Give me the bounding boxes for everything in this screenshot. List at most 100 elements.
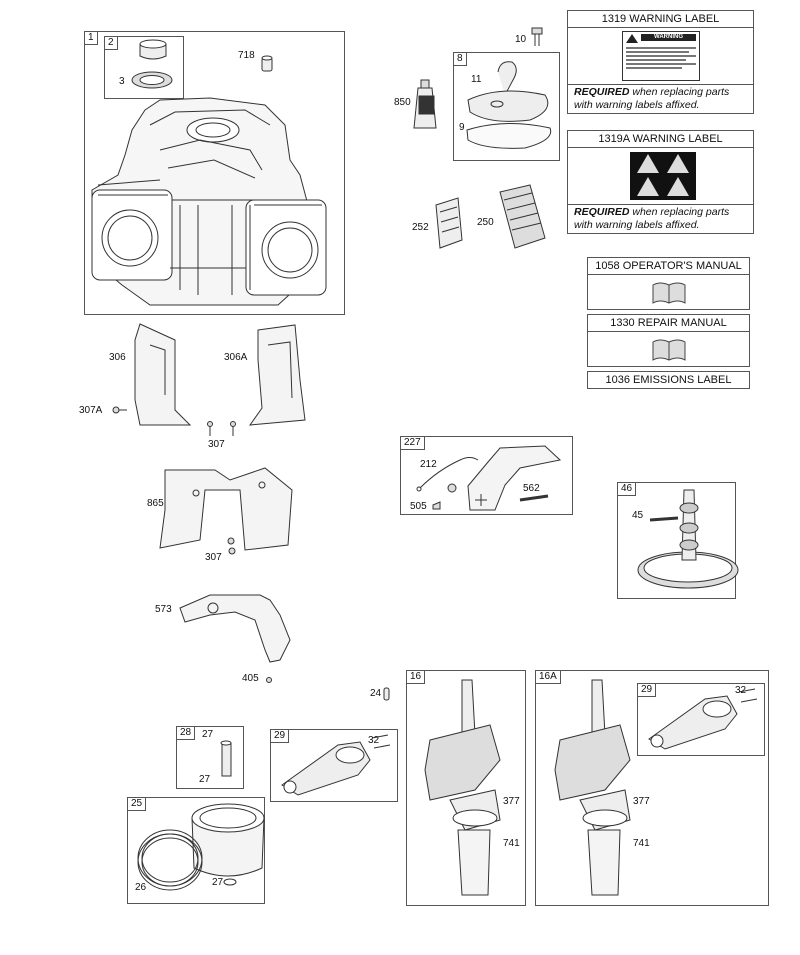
callout-11: 11 (471, 74, 482, 85)
group-box-25 (127, 797, 265, 904)
warning-label-1319-note: REQUIRED when replacing parts with warni… (568, 84, 753, 113)
connecting-rod-29-a (282, 735, 390, 795)
camshaft-46 (638, 490, 738, 588)
screw-part-10 (532, 28, 542, 46)
cylinder-baffle-306 (135, 324, 190, 425)
callout-212: 212 (420, 459, 437, 470)
group-box-29-a (270, 729, 398, 802)
retaining-ring-27 (224, 879, 236, 885)
required-line2: with warning labels affixed. (574, 99, 700, 111)
callout-24: 24 (370, 688, 382, 699)
group-box-29-b (637, 683, 765, 756)
warning-label-1319a-note: REQUIRED when replacing parts with warni… (568, 204, 753, 233)
sealant-tube-850 (414, 80, 436, 128)
callout-10: 10 (515, 34, 527, 45)
group-box-16 (406, 670, 526, 906)
callout-562: 562 (523, 483, 540, 494)
sleeve-part-2 (140, 40, 166, 59)
cylinder-block-1 (92, 98, 326, 305)
breather-assembly-8 (467, 62, 551, 149)
group-box-1 (84, 31, 345, 315)
callout-307-upper: 307 (208, 439, 225, 450)
required-rest: when replacing parts (629, 206, 730, 218)
hazard-fumes-icon (667, 177, 689, 196)
callout-741-16a: 741 (633, 838, 650, 849)
cylinder-baffle-306a (250, 325, 305, 425)
warning-sticker-image: WARNING (622, 31, 700, 81)
group-tag-46: 46 (617, 482, 637, 496)
callout-573: 573 (155, 604, 172, 615)
callout-718: 718 (238, 50, 255, 61)
warning-label-1319-box: 1319 WARNING LABEL WARNING REQUIRED when… (567, 10, 754, 114)
screws-307-lower (228, 538, 235, 554)
callout-307a: 307A (79, 405, 103, 416)
crankshaft-16 (425, 680, 500, 895)
repair-manual-title: 1330 REPAIR MANUAL (588, 315, 749, 332)
group-box-2 (104, 36, 184, 99)
open-book-icon (652, 339, 686, 361)
callout-252: 252 (412, 222, 429, 233)
warning-sticker-area: WARNING (568, 28, 753, 84)
required-line2: with warning labels affixed. (574, 219, 700, 231)
warning-sticker-header: WARNING (641, 34, 696, 41)
callout-850: 850 (394, 97, 411, 108)
group-box-227 (400, 436, 573, 515)
open-book-icon (652, 282, 686, 304)
screw-307a (113, 407, 127, 413)
hazard-sticker-image (630, 152, 696, 200)
group-tag-16: 16 (406, 670, 426, 684)
callout-250: 250 (477, 217, 494, 228)
hazard-fire-icon (637, 154, 659, 173)
callout-405: 405 (242, 673, 259, 684)
screw-405 (267, 678, 272, 683)
callout-3: 3 (119, 76, 125, 87)
piston-25 (192, 804, 264, 876)
callout-32-a: 32 (368, 735, 380, 746)
group-box-16a (535, 670, 769, 906)
screws-307 (208, 422, 236, 437)
warning-label-1319a-box: 1319A WARNING LABEL REQUIRED when replac… (567, 130, 754, 234)
oil-seal-part-3 (132, 72, 172, 88)
operators-manual-title: 1058 OPERATOR'S MANUAL (588, 258, 749, 275)
required-word: REQUIRED (574, 206, 630, 218)
backplate-573 (180, 595, 290, 662)
connecting-rod-29-b (649, 689, 757, 749)
operators-manual-box: 1058 OPERATOR'S MANUAL (587, 257, 750, 310)
callout-306a: 306A (224, 352, 248, 363)
group-box-28 (176, 726, 244, 789)
dowel-pin-718 (262, 56, 272, 71)
group-box-8 (453, 52, 560, 161)
callout-9: 9 (459, 122, 465, 133)
emissions-label-box: 1036 EMISSIONS LABEL (587, 371, 750, 389)
piston-rings-26 (138, 830, 202, 890)
callout-377-16a: 377 (633, 796, 650, 807)
required-word: REQUIRED (574, 86, 630, 98)
baffle-865 (160, 468, 292, 550)
wrist-pin-28 (221, 741, 231, 776)
required-rest: when replacing parts (629, 86, 730, 98)
group-tag-29-a: 29 (270, 729, 290, 743)
group-tag-8: 8 (453, 52, 467, 66)
governor-lever-227 (417, 446, 560, 510)
group-tag-29-b: 29 (637, 683, 657, 697)
callout-741-16: 741 (503, 838, 520, 849)
group-tag-227: 227 (400, 436, 425, 450)
callout-505: 505 (410, 501, 427, 512)
foam-filter-252 (436, 198, 462, 248)
callout-307-lower: 307 (205, 552, 222, 563)
group-tag-2: 2 (104, 36, 118, 50)
group-tag-28: 28 (176, 726, 196, 740)
hazard-person-icon (637, 177, 659, 196)
warning-sticker-text-lines (626, 45, 696, 71)
repair-manual-box: 1330 REPAIR MANUAL (587, 314, 750, 367)
callout-32-b: 32 (735, 685, 747, 696)
callout-27-piston: 27 (212, 877, 224, 888)
callout-27-top: 27 (202, 729, 214, 740)
group-tag-16a: 16A (535, 670, 561, 684)
callout-26: 26 (135, 882, 147, 893)
filter-element-250 (500, 185, 545, 248)
emissions-label-title: 1036 EMISSIONS LABEL (605, 374, 732, 386)
callout-306: 306 (109, 352, 126, 363)
warning-label-1319-title: 1319 WARNING LABEL (568, 11, 753, 28)
